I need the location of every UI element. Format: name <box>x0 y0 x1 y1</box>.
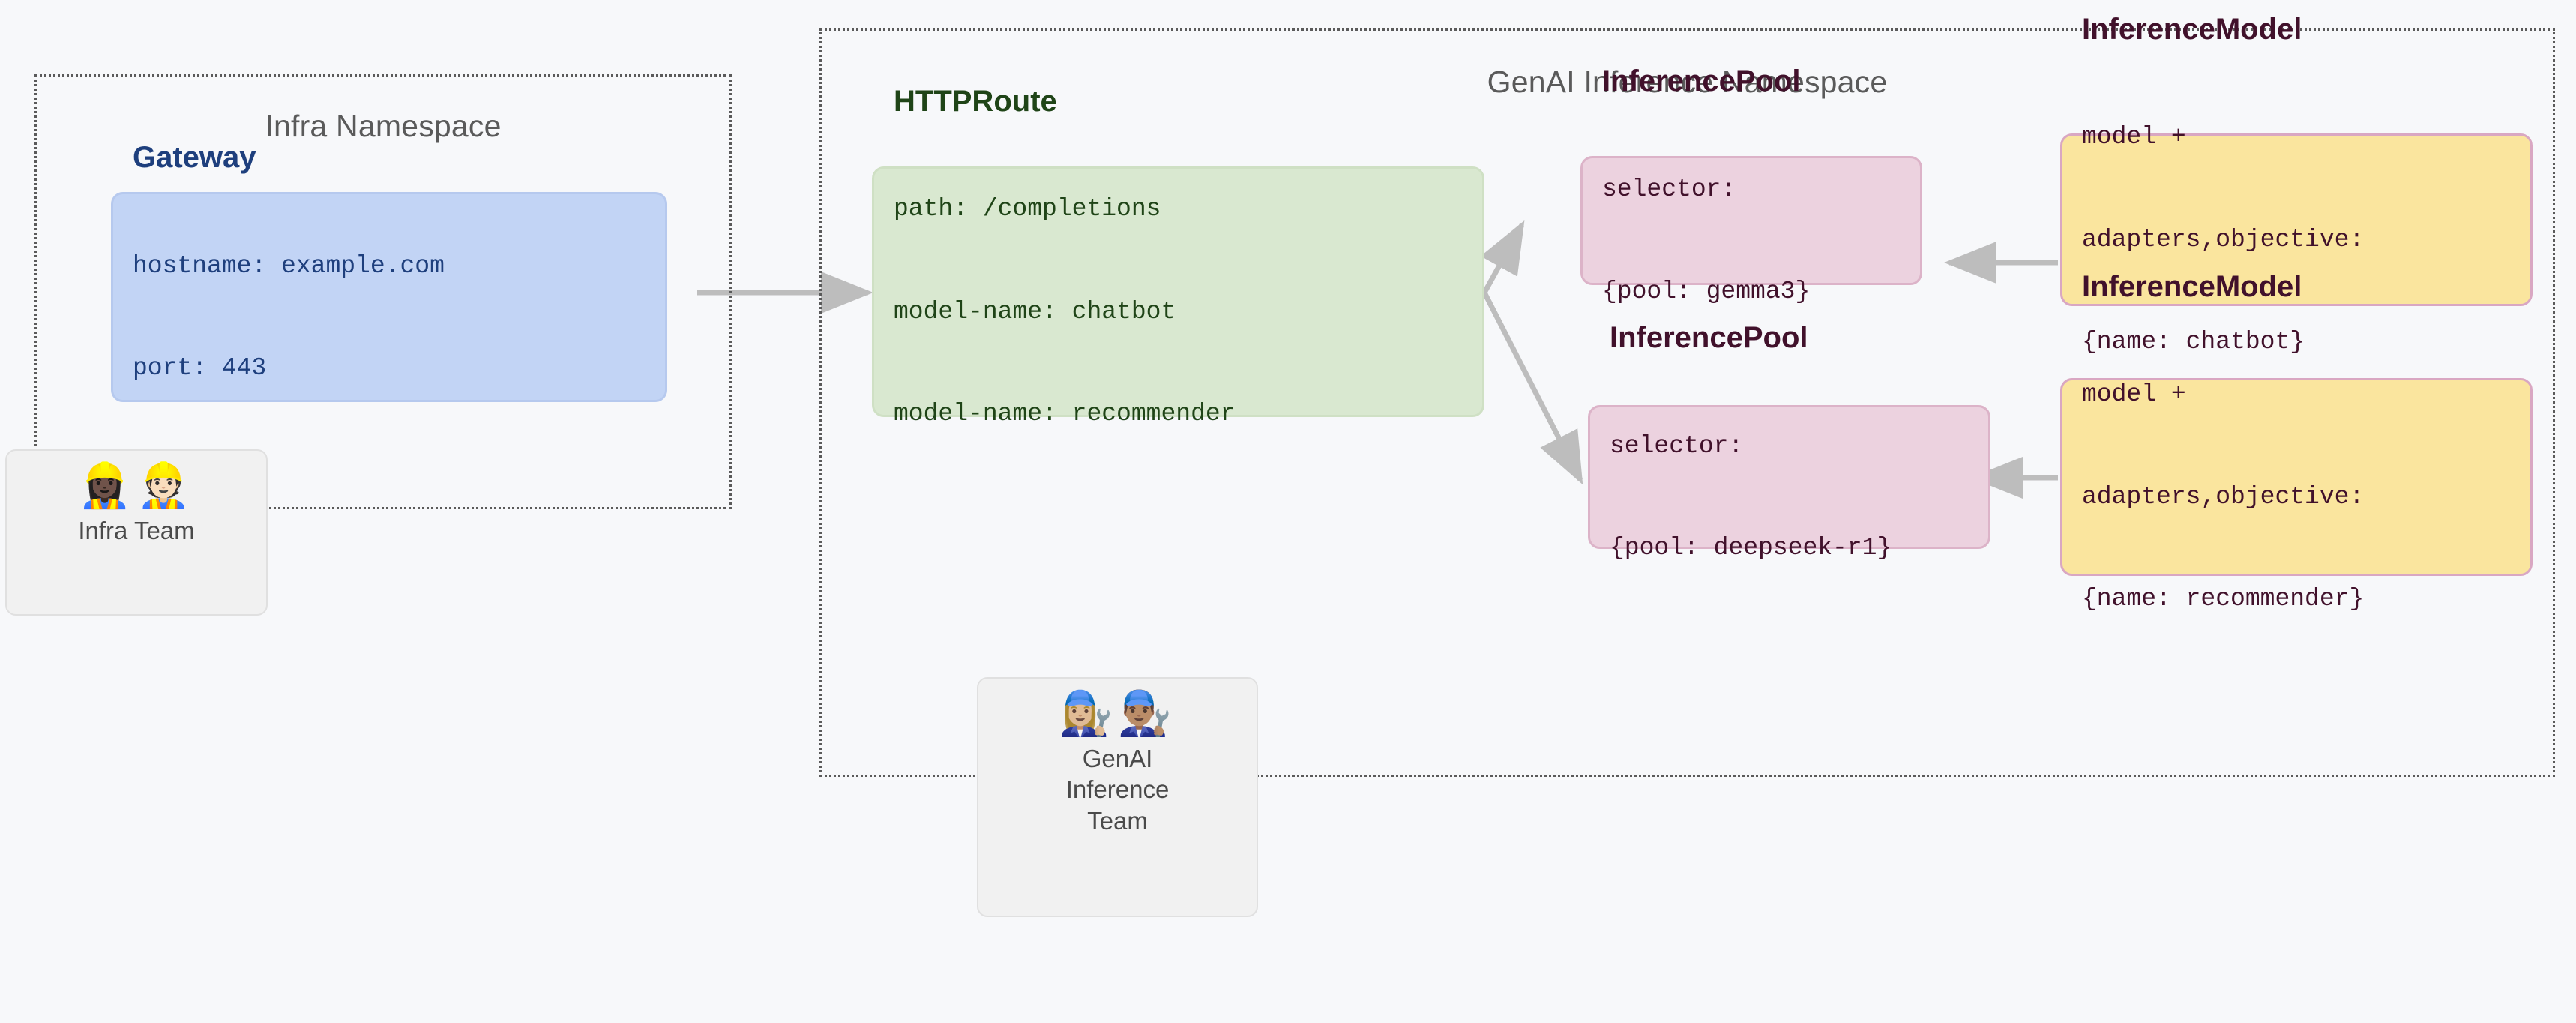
node-gateway-body: hostname: example.com port: 443 <box>133 180 645 453</box>
node-inferencemodel-recommender-body: model + adapters,objective: {name: recom… <box>2082 309 2511 685</box>
namespace-infra-title: Infra Namespace <box>265 109 502 143</box>
node-httproute[interactable]: HTTPRoute path: /completions model-name:… <box>872 85 1484 428</box>
model-recommender-line-name: {name: recommender} <box>2082 585 2365 614</box>
node-inferencepool-deepseek-r1[interactable]: InferencePool selector: {pool: deepseek-… <box>1588 321 1990 562</box>
infra-team-avatars-icon: 👷🏿‍♀️👷🏻 <box>77 461 196 510</box>
namespace-infra <box>34 74 732 509</box>
node-inferencemodel-recommender[interactable]: InferenceModel model + adapters,objectiv… <box>2060 270 2533 613</box>
gateway-line-port: port: 443 <box>133 354 267 382</box>
node-inferencepool-deepseek-r1-title: InferencePool <box>1610 321 1808 355</box>
model-recommender-line-model: model + <box>2082 380 2186 409</box>
node-inferencemodel-chatbot[interactable]: InferenceModel model + adapters,objectiv… <box>2060 13 2533 356</box>
node-inferencepool-gemma3-body: selector: {pool: gemma3} <box>1602 104 1901 376</box>
model-chatbot-line-model: model + <box>2082 123 2186 152</box>
namespace-genai-title: GenAI Inference Namespace <box>1487 64 1888 99</box>
pool-deepseek-line-selector: selector: <box>1610 431 1744 460</box>
model-chatbot-line-name: {name: chatbot} <box>2082 328 2305 356</box>
node-inferencemodel-recommender-title: InferenceModel <box>2082 269 2302 303</box>
genai-team-avatars-icon: 👩🏼‍🔧👨🏽‍🔧 <box>1059 689 1176 738</box>
pool-gemma3-line-pool: {pool: gemma3} <box>1602 278 1811 306</box>
node-httproute-title: HTTPRoute <box>894 84 1057 118</box>
httproute-line-path: path: /completions <box>894 195 1161 224</box>
gateway-line-hostname: hostname: example.com <box>133 251 445 280</box>
httproute-line-model-name-recommender: model-name: recommender <box>894 400 1236 428</box>
node-inferencemodel-chatbot-body: model + adapters,objective: {name: chatb… <box>2082 52 2511 428</box>
genai-team-label: GenAI Inference Team <box>1065 745 1170 835</box>
pool-deepseek-line-pool: {pool: deepseek-r1} <box>1610 534 1892 562</box>
team-badge-infra[interactable]: 👷🏿‍♀️👷🏻 Infra Team <box>5 449 268 616</box>
namespace-genai <box>819 28 2555 777</box>
infra-team-label: Infra Team <box>78 517 195 544</box>
model-recommender-line-adapters: adapters,objective: <box>2082 482 2365 511</box>
model-chatbot-line-adapters: adapters,objective: <box>2082 225 2365 254</box>
team-badge-genai-inference[interactable]: 👩🏼‍🔧👨🏽‍🔧 GenAI Inference Team <box>977 677 1258 917</box>
node-gateway-title: Gateway <box>133 141 256 175</box>
pool-gemma3-line-selector: selector: <box>1602 175 1736 203</box>
node-httproute-body: path: /completions model-name: chatbot m… <box>894 124 1463 500</box>
node-inferencepool-deepseek-r1-body: selector: {pool: deepseek-r1} <box>1610 360 1969 633</box>
httproute-line-model-name-chatbot: model-name: chatbot <box>894 297 1176 326</box>
node-inferencepool-gemma3-title: InferencePool <box>1602 64 1801 98</box>
node-inferencemodel-chatbot-title: InferenceModel <box>2082 12 2302 46</box>
node-inferencepool-gemma3[interactable]: InferencePool selector: {pool: gemma3} <box>1580 64 1922 305</box>
node-gateway[interactable]: Gateway hostname: example.com port: 443 <box>111 141 667 402</box>
